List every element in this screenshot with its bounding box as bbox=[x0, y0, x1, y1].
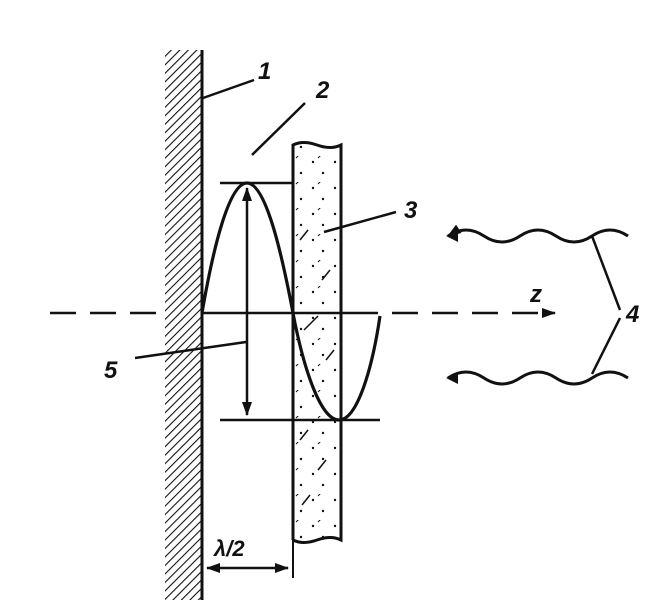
label-standing-wave: 5 bbox=[104, 357, 118, 384]
leader-lines bbox=[134, 78, 397, 360]
label-gap: 2 bbox=[315, 77, 330, 104]
absorbing-layer bbox=[291, 141, 343, 544]
label-waves: 4 bbox=[625, 301, 639, 328]
half-wavelength-dimension bbox=[206, 540, 294, 578]
label-mirror: 1 bbox=[258, 58, 271, 85]
label-axis-z: z bbox=[529, 281, 542, 308]
mirror bbox=[165, 50, 204, 600]
waves bbox=[446, 224, 629, 386]
label-absorbing-layer: 3 bbox=[404, 197, 418, 224]
amplitude-marker bbox=[220, 181, 380, 422]
label-half-wavelength: λ/2 bbox=[213, 536, 245, 561]
standing-wave-curve bbox=[200, 181, 382, 422]
